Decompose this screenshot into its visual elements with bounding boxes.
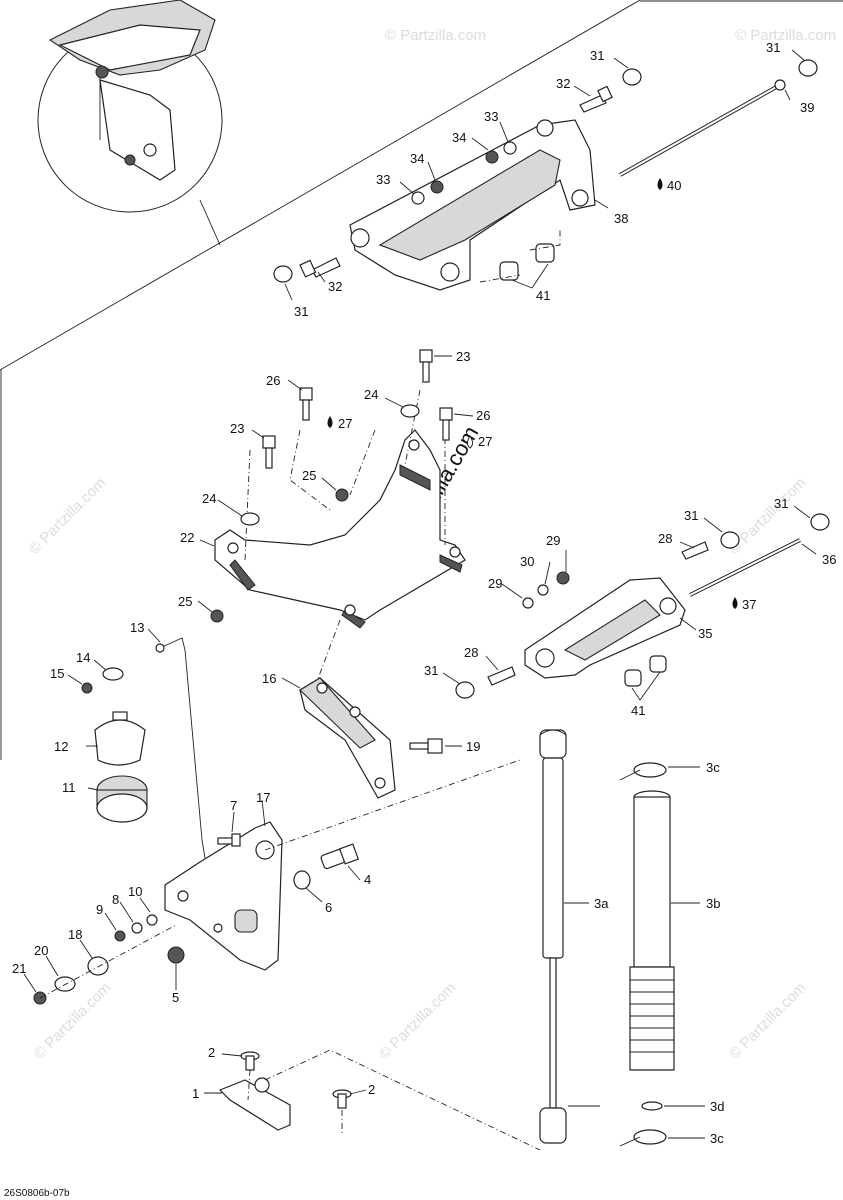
callout-label: 16 (262, 671, 276, 686)
callout-label: 36 (822, 552, 836, 567)
section-divider (0, 0, 843, 760)
mount-bracket-1 (218, 1049, 541, 1151)
callout-label: 18 (68, 927, 82, 942)
callout-label: 29 (488, 576, 502, 591)
callout-label: 21 (12, 961, 26, 976)
callout-label: 31 (766, 40, 780, 55)
callout-label: 2 (368, 1082, 375, 1097)
callout-label: 35 (698, 626, 712, 641)
callout-labels: 31 31 32 39 33 34 34 33 40 38 32 41 31 2… (12, 40, 836, 1146)
oil-drop-icon (327, 416, 333, 428)
callout-label: 34 (410, 151, 424, 166)
callout-label: 29 (546, 533, 560, 548)
callout-label: 8 (112, 892, 119, 907)
callout-label: 3a (594, 896, 609, 911)
detail-view-circle (37, 0, 223, 213)
callout-label: 23 (456, 349, 470, 364)
watermark-text: © Partzilla.com (385, 27, 486, 44)
callout-label: 28 (658, 531, 672, 546)
watermark-text: © Partzilla.com (31, 979, 114, 1062)
callout-label: 1 (192, 1086, 199, 1101)
callout-label: 9 (96, 902, 103, 917)
pedal-16 (299, 677, 443, 799)
rod-13 (81, 637, 206, 859)
callout-label: 31 (684, 508, 698, 523)
oil-drop-icon (732, 597, 738, 609)
callout-label: 14 (76, 650, 90, 665)
callout-label: 20 (34, 943, 48, 958)
callout-label: 3c (706, 760, 720, 775)
callout-label: 32 (328, 279, 342, 294)
leader-lines (23, 49, 817, 1139)
bracket-22 (214, 389, 466, 701)
callout-label: 4 (364, 872, 371, 887)
callout-label: 31 (424, 663, 438, 678)
callout-label: 31 (294, 304, 308, 319)
gas-spring-3a (539, 729, 567, 1144)
callout-label: 3b (706, 896, 720, 911)
callout-label: 41 (536, 288, 550, 303)
callout-label: 12 (54, 739, 68, 754)
callout-label: 3d (710, 1099, 724, 1114)
callout-label: 41 (631, 703, 645, 718)
watermark-text: © Partzilla.com (26, 474, 109, 557)
callout-label: 15 (50, 666, 64, 681)
callout-label: 25 (178, 594, 192, 609)
callout-label: 5 (172, 990, 179, 1005)
callout-label: 40 (667, 178, 681, 193)
callout-label: 3c (710, 1131, 724, 1146)
callout-label: 31 (590, 48, 604, 63)
callout-label: 28 (464, 645, 478, 660)
callout-label: 38 (614, 211, 628, 226)
lubricant-markers (327, 178, 738, 609)
callout-label: 31 (774, 496, 788, 511)
watermark-text: © Partzilla.com (376, 979, 459, 1062)
callout-label: 22 (180, 530, 194, 545)
crossmember-lower (455, 513, 830, 699)
callout-label: 30 (520, 554, 534, 569)
oil-drop-icon (467, 435, 473, 449)
boot-3b (619, 762, 675, 1147)
callout-label: 25 (302, 468, 316, 483)
callout-label: 19 (466, 739, 480, 754)
callout-label: 39 (800, 100, 814, 115)
callout-label: 23 (230, 421, 244, 436)
pivot-bracket-17 (33, 759, 521, 1005)
callout-label: 26 (476, 408, 490, 423)
callout-label: 7 (230, 798, 237, 813)
callout-label: 6 (325, 900, 332, 915)
callout-label: 13 (130, 620, 144, 635)
watermark-text: © Partzilla.com (726, 474, 809, 557)
callout-label: 10 (128, 884, 142, 899)
fasteners-bracket (210, 349, 453, 623)
callout-label: 33 (484, 109, 498, 124)
callout-label: 17 (256, 790, 270, 805)
callout-label: 33 (376, 172, 390, 187)
callout-label: 27 (338, 416, 352, 431)
diagram-code: 26S0806b-07b (4, 1188, 70, 1199)
callout-label: 2 (208, 1045, 215, 1060)
callout-label: 37 (742, 597, 756, 612)
callout-label: 11 (62, 780, 76, 795)
callout-label: 32 (556, 76, 570, 91)
callout-label: 24 (364, 387, 378, 402)
callout-label: 27 (478, 434, 492, 449)
callout-label: 34 (452, 130, 466, 145)
callout-label: 24 (202, 491, 216, 506)
oil-drop-icon (657, 178, 663, 190)
watermark-text: © Partzilla.com (726, 979, 809, 1062)
crossmember-upper (273, 59, 818, 291)
watermark-text: © Partzilla.com (735, 27, 836, 44)
callout-label: 26 (266, 373, 280, 388)
